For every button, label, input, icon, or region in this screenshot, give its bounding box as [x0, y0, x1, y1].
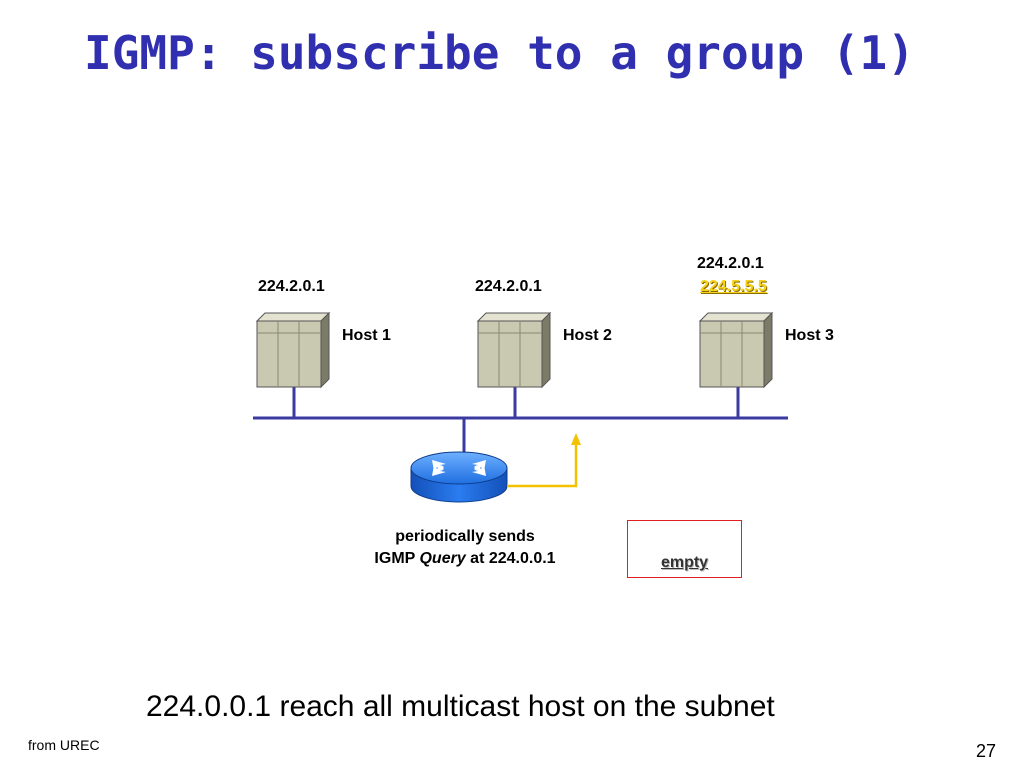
router-icon: [410, 451, 508, 503]
server-tower-icon: [476, 311, 552, 389]
slide-title: IGMP: subscribe to a group (1): [84, 26, 915, 80]
router-caption-line2: IGMP Query at 224.0.0.1: [340, 548, 590, 570]
host2-name: Host 2: [563, 327, 612, 344]
host3-new-group-label: 224.5.5.5: [700, 278, 767, 295]
host1-group-label: 224.2.0.1: [258, 278, 325, 295]
host3-name: Host 3: [785, 327, 834, 344]
up-arrow-icon: [507, 433, 581, 488]
membership-table-box: empty: [627, 520, 742, 578]
router-caption: periodically sends IGMP Query at 224.0.0…: [340, 526, 590, 570]
source-credit: from UREC: [28, 737, 100, 753]
subnet-note: 224.0.0.1 reach all multicast host on th…: [146, 690, 775, 723]
caption-query-word: Query: [419, 550, 466, 567]
router-caption-line1: periodically sends: [395, 528, 535, 545]
host3-group-label: 224.2.0.1: [697, 255, 764, 272]
host2-group-label: 224.2.0.1: [475, 278, 542, 295]
membership-empty-label: empty: [660, 554, 709, 571]
server-tower-icon: [255, 311, 331, 389]
page-number: 27: [976, 741, 997, 761]
server-tower-icon: [698, 311, 774, 389]
caption-prefix: IGMP: [374, 550, 420, 567]
host1-name: Host 1: [342, 327, 391, 344]
caption-suffix: at 224.0.0.1: [465, 550, 556, 567]
